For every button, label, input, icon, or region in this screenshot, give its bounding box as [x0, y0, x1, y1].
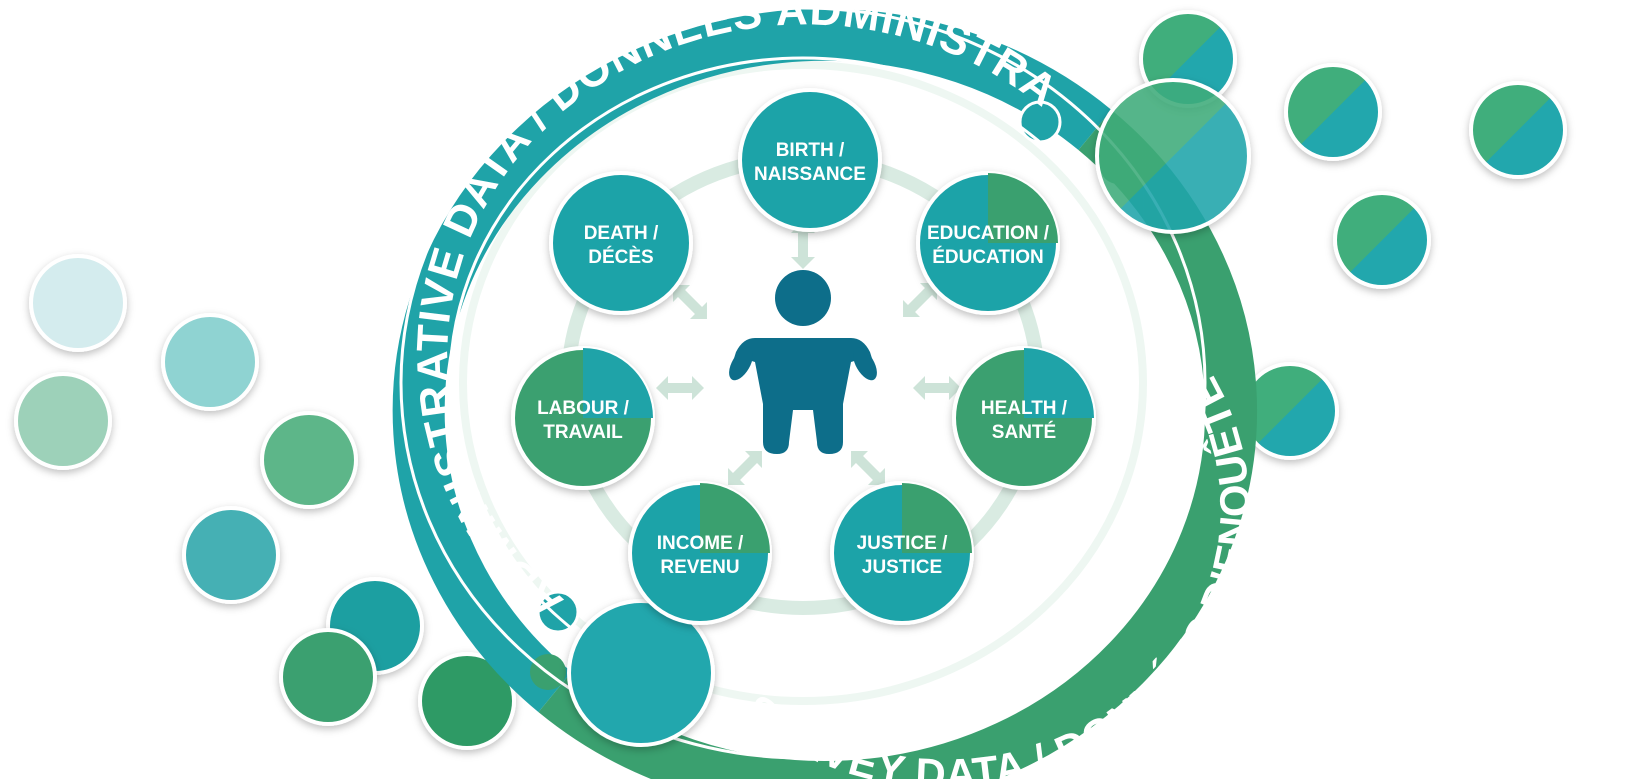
- node-label-line1: HEALTH /: [981, 398, 1068, 419]
- node-labour: LABOUR / TRAVAIL: [511, 346, 655, 490]
- node-label-line2: DÉCÈS: [588, 246, 653, 268]
- node-birth: BIRTH / NAISSANCE: [738, 88, 882, 232]
- double-arrow-icon: [673, 285, 707, 319]
- node-accent: [988, 173, 1058, 243]
- node-death: DEATH /DÉCÈS: [549, 171, 693, 315]
- node-accent: [583, 348, 653, 418]
- node-label-line1: JUSTICE /: [857, 533, 949, 554]
- domain-nodes: BIRTH / NAISSANCE EDUCATION /ÉDUCATION HEAL…: [511, 88, 1096, 625]
- person-icon: [729, 270, 877, 454]
- decorative-bubbles: [14, 10, 1567, 750]
- node-label-line1: INCOME /: [657, 533, 744, 554]
- double-arrow-icon: [903, 283, 937, 317]
- node-label-line1: LABOUR /: [537, 398, 630, 419]
- double-arrow-icon: [728, 451, 762, 485]
- node-label-line2: ÉDUCATION: [932, 246, 1044, 268]
- node-label-line2: NAISSANCE: [754, 164, 866, 185]
- double-arrow-icon: [851, 451, 885, 485]
- node-justice: JUSTICE / JUSTICE: [830, 481, 974, 625]
- node-label-line1: BIRTH /: [776, 140, 845, 161]
- node-label-line2: JUSTICE: [862, 557, 942, 578]
- node-label-line2: TRAVAIL: [543, 422, 623, 443]
- decorative-bubble-large: [1095, 78, 1251, 234]
- double-arrow-icon: [656, 376, 704, 400]
- node-label-line1: EDUCATION /: [927, 223, 1050, 244]
- node-label-line2: REVENU: [660, 557, 739, 578]
- node-label-line1: DEATH /: [584, 223, 659, 244]
- double-arrow-icon: [791, 221, 815, 269]
- node-accent: [1024, 348, 1094, 418]
- node-health: HEALTH /SANTÉ: [952, 346, 1096, 490]
- node-education: EDUCATION /ÉDUCATION: [916, 171, 1060, 315]
- decorative-bubble-large: [567, 599, 715, 747]
- node-accent: [902, 483, 972, 553]
- node-label-line2: SANTÉ: [992, 421, 1056, 443]
- node-accent: [700, 483, 770, 553]
- link-arrows: [656, 221, 961, 485]
- node-income: INCOME / REVENU: [628, 481, 772, 625]
- double-arrow-icon: [913, 376, 961, 400]
